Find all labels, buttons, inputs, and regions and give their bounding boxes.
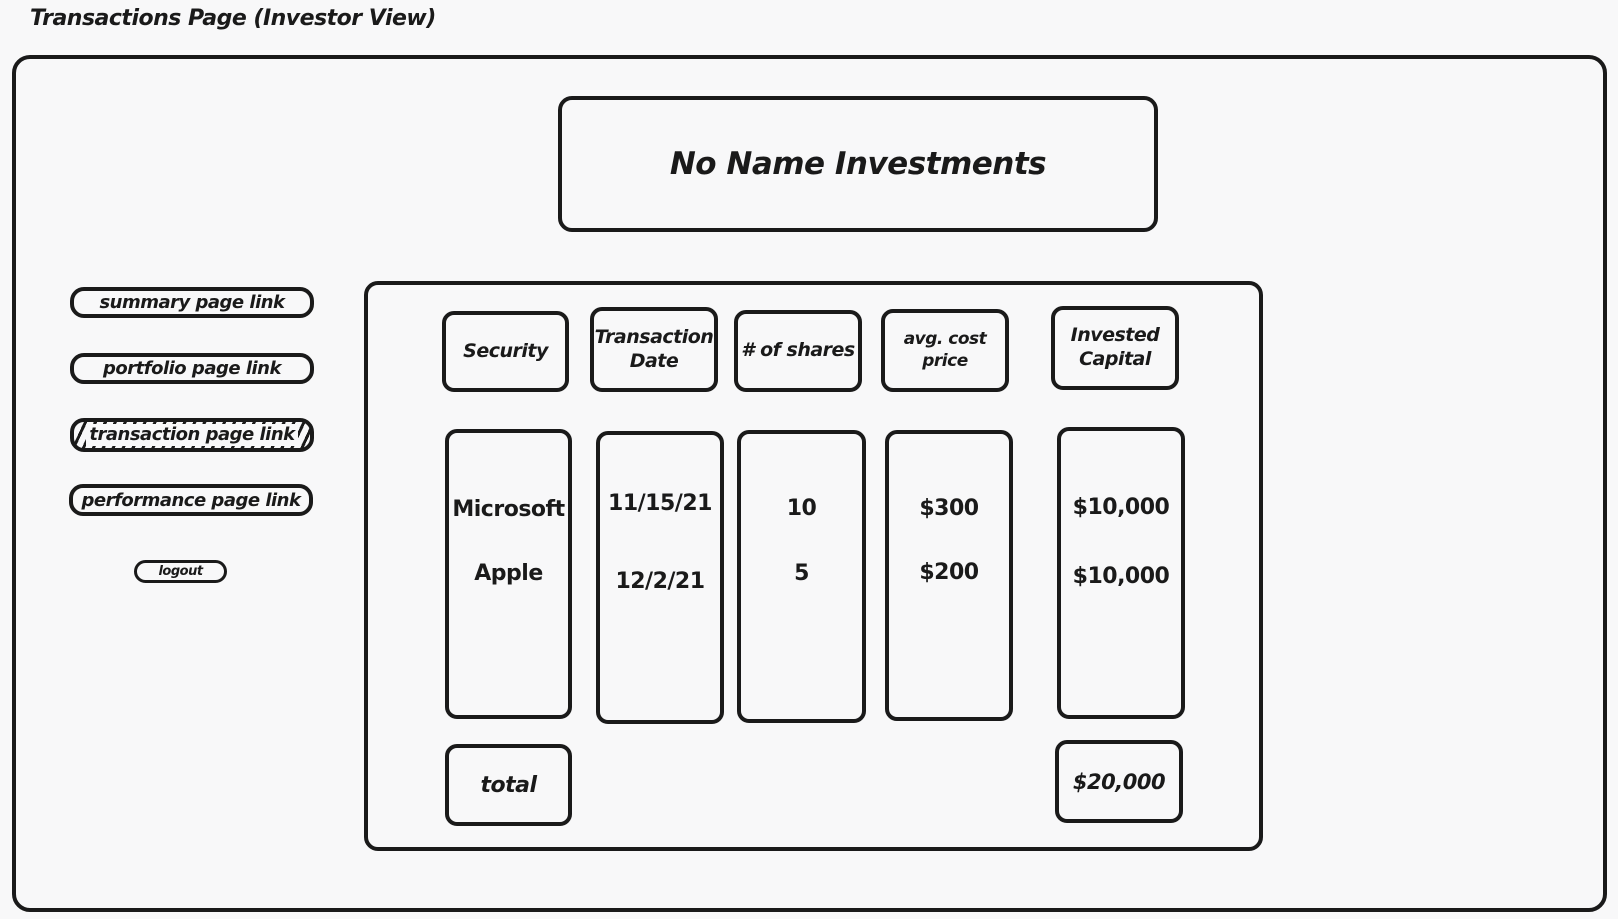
table-cell: 5 (794, 561, 809, 586)
logout-button-label: logout (158, 564, 203, 579)
column-invested-capital: $10,000 $10,000 (1057, 427, 1185, 719)
summary-page-link[interactable]: summary page link (70, 287, 314, 318)
header-avg-cost-price-label: avg. cost price (903, 329, 987, 371)
performance-page-link-label: performance page link (81, 489, 301, 511)
brand-header: No Name Investments (558, 96, 1158, 232)
table-cell: $10,000 (1072, 564, 1170, 589)
table-cell: $200 (919, 560, 979, 585)
app-window (12, 55, 1607, 912)
portfolio-page-link-label: portfolio page link (103, 358, 281, 379)
performance-page-link[interactable]: performance page link (69, 484, 313, 516)
table-cell: $10,000 (1072, 495, 1170, 520)
summary-page-link-label: summary page link (99, 292, 285, 313)
header-number-of-shares: # of shares (734, 310, 862, 392)
table-cell: $300 (919, 496, 979, 521)
table-cell: 10 (786, 496, 817, 521)
header-transaction-date: Transaction Date (590, 307, 718, 392)
header-avg-cost-price: avg. cost price (881, 309, 1009, 392)
header-invested-capital: Invested Capital (1051, 306, 1179, 390)
total-label-cell: total (445, 744, 572, 826)
table-cell: Apple (474, 561, 543, 586)
transaction-page-link-label: transaction page link (86, 424, 298, 446)
frame-title: Transactions Page (Investor View) (30, 6, 436, 31)
column-number-of-shares: 10 5 (737, 430, 866, 723)
transactions-table-panel (364, 281, 1263, 851)
header-security: Security (442, 311, 569, 392)
total-value: $20,000 (1072, 769, 1166, 794)
table-cell: 11/15/21 (608, 491, 712, 516)
header-transaction-date-label: Transaction Date (594, 325, 714, 372)
brand-title: No Name Investments (669, 146, 1047, 182)
table-cell: 12/2/21 (615, 569, 705, 594)
header-number-of-shares-label: # of shares (741, 339, 855, 362)
column-security: Microsoft Apple (445, 429, 572, 719)
column-avg-cost-price: $300 $200 (885, 430, 1013, 721)
table-cell: Microsoft (452, 497, 565, 522)
transaction-page-link-active[interactable]: transaction page link (70, 418, 314, 452)
total-value-cell: $20,000 (1055, 740, 1183, 823)
portfolio-page-link[interactable]: portfolio page link (70, 353, 314, 384)
total-label: total (480, 772, 537, 798)
column-transaction-date: 11/15/21 12/2/21 (596, 431, 724, 724)
logout-button[interactable]: logout (134, 560, 227, 583)
header-security-label: Security (463, 339, 548, 362)
header-invested-capital-label: Invested Capital (1070, 324, 1160, 370)
